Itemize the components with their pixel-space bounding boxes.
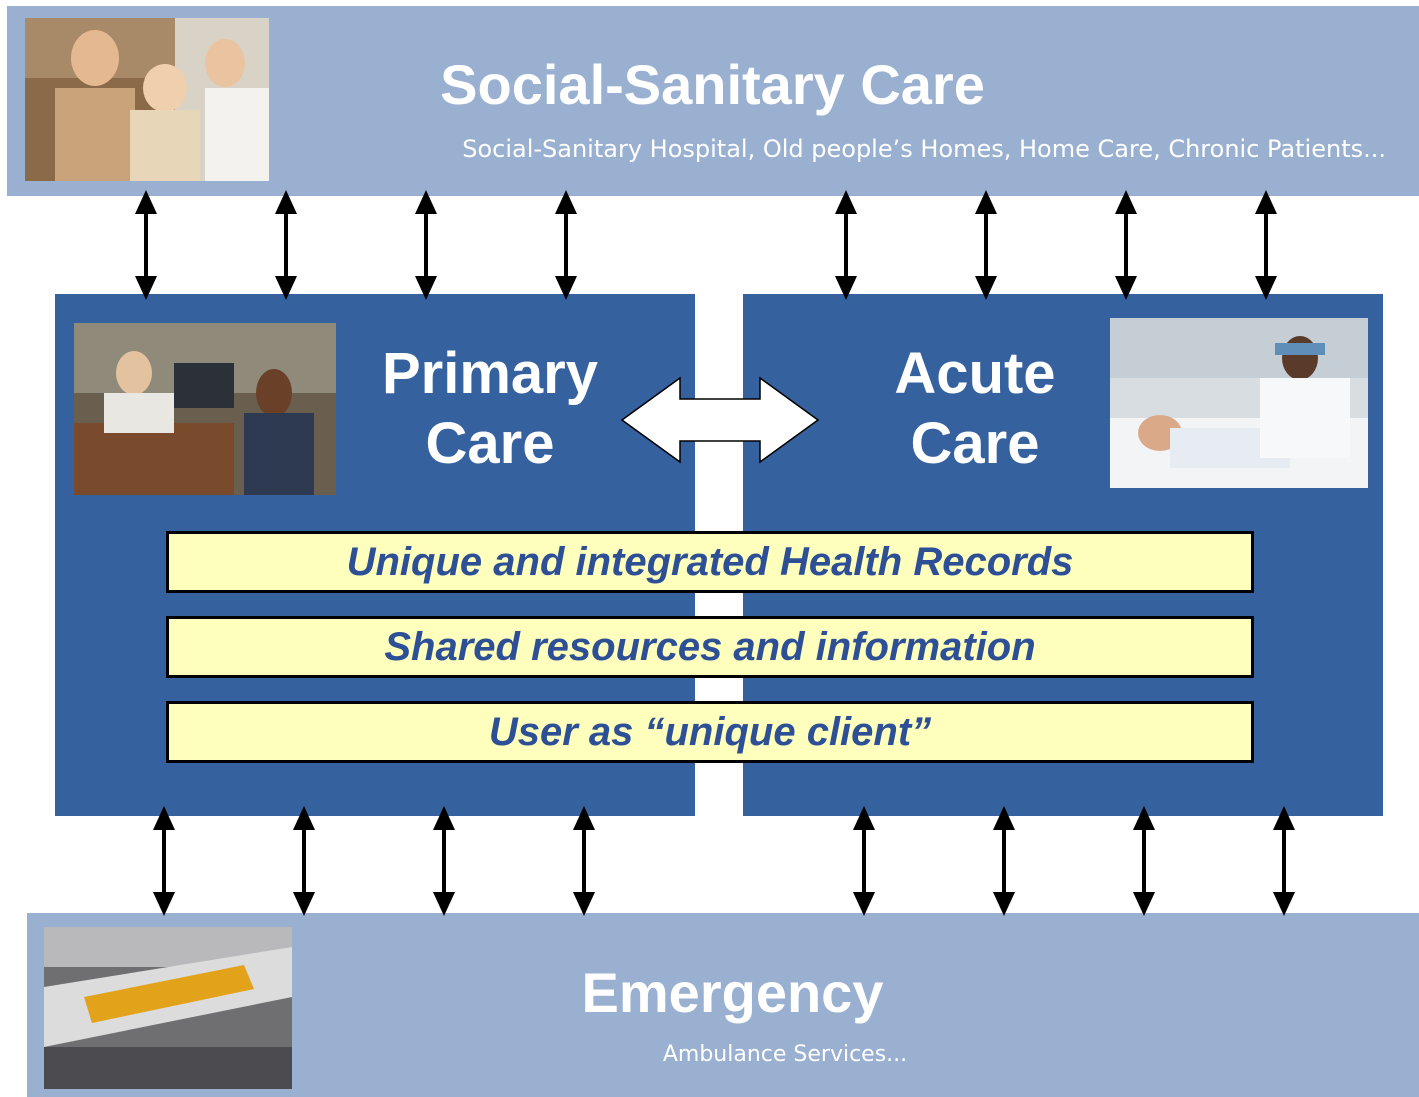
bottom-connector-arrow-8 <box>1273 806 1295 916</box>
top-connector-arrow-3 <box>415 190 437 300</box>
health-records-banner: Unique and integrated Health Records <box>166 531 1254 593</box>
acute-care-title-line1: Acute <box>894 341 1056 406</box>
primary-care-title-line1: Primary <box>381 341 599 406</box>
bottom-connector-arrow-5 <box>853 806 875 916</box>
primary-care-title-line2: Care <box>425 411 555 476</box>
hospital-bed-photo <box>1110 318 1368 488</box>
bottom-connector-arrow-7 <box>1133 806 1155 916</box>
doctor-office-photo <box>74 323 336 495</box>
emergency-title: Emergency <box>581 961 884 1024</box>
top-connector-arrow-5 <box>835 190 857 300</box>
top-connector-arrow-6 <box>975 190 997 300</box>
top-connector-arrow-8 <box>1255 190 1277 300</box>
acute-care-title-line2: Care <box>910 411 1040 476</box>
bottom-connector-arrow-6 <box>993 806 1015 916</box>
bottom-connector-arrow-3 <box>433 806 455 916</box>
bottom-connector-arrow-4 <box>573 806 595 916</box>
emergency-subtitle: Ambulance Services... <box>662 1042 908 1067</box>
top-connector-arrow-7 <box>1115 190 1137 300</box>
elderly-care-photo <box>25 18 269 181</box>
social-sanitary-subtitle: Social-Sanitary Hospital, Old people’s H… <box>462 135 1386 163</box>
unique-client-banner: User as “unique client” <box>166 701 1254 763</box>
top-connector-arrow-2 <box>275 190 297 300</box>
top-connector-arrow-1 <box>135 190 157 300</box>
bottom-connector-arrow-2 <box>293 806 315 916</box>
bottom-connector-arrow-1 <box>153 806 175 916</box>
shared-resources-banner: Shared resources and information <box>166 616 1254 678</box>
top-connector-arrow-4 <box>555 190 577 300</box>
emergency-sign-photo <box>44 927 292 1089</box>
primary-acute-double-arrow <box>620 376 820 464</box>
social-sanitary-title: Social-Sanitary Care <box>440 53 985 116</box>
